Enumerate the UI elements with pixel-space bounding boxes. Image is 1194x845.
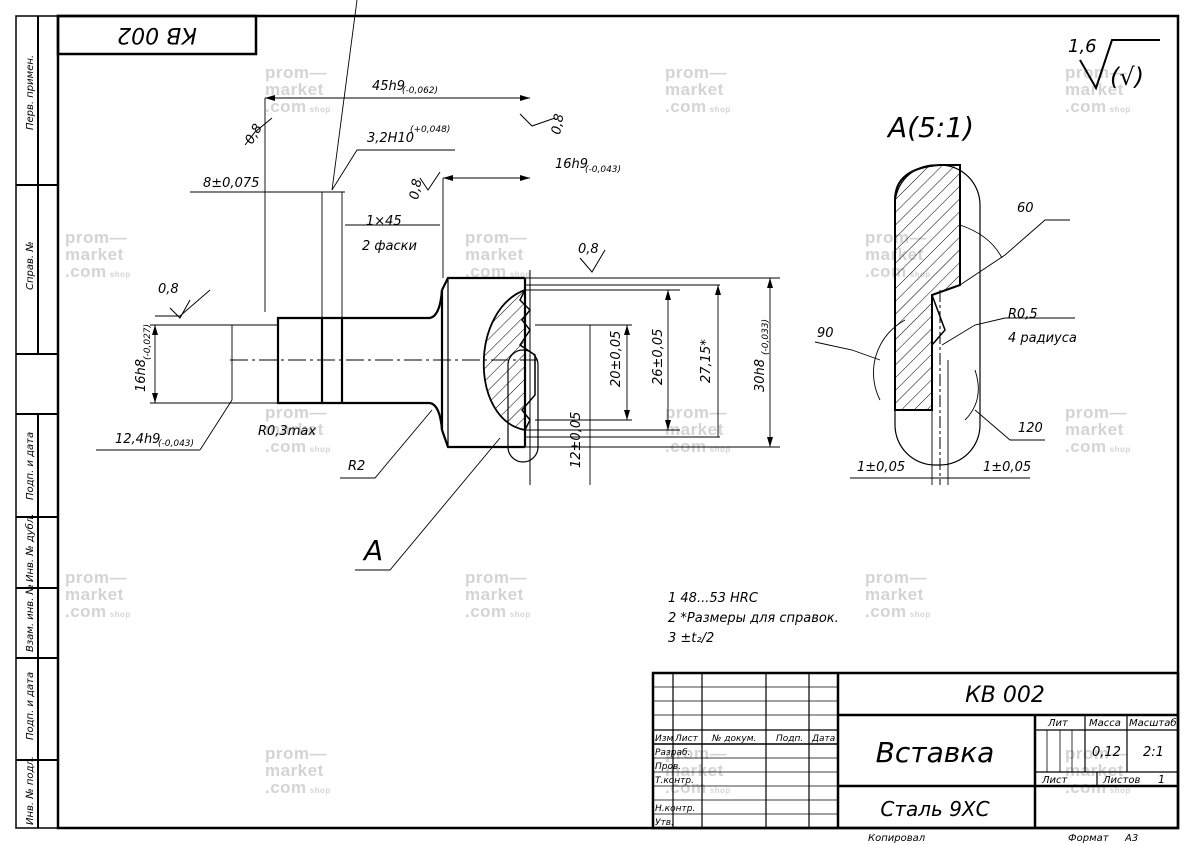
section-view xyxy=(814,164,1075,485)
dimension-lines xyxy=(96,0,780,571)
sec-offset-right: 1±0,05 xyxy=(983,460,1031,475)
section-view-title: A(5:1) xyxy=(886,111,974,144)
dim-len-head: 16h9 xyxy=(555,157,588,172)
tb-role-norm: Н.контр. xyxy=(655,804,695,814)
tb-head-date: Дата xyxy=(811,734,835,744)
footer-format-label: Формат xyxy=(1068,833,1110,844)
note-3: 3 ±t₂/2 xyxy=(668,631,714,646)
roughness-symbol: 1,6 (√) xyxy=(1068,36,1160,91)
note-1: 1 48...53 HRC xyxy=(668,591,759,606)
footer-copied: Копировал xyxy=(868,833,926,844)
tb-sheets-label: Листов xyxy=(1102,775,1140,786)
tb-head-izm: Изм xyxy=(655,734,674,744)
dim-dia-16-tol: (-0,027) xyxy=(143,324,153,360)
tb-head-list: Лист xyxy=(674,734,699,744)
dim-roughness-a: 0,8 xyxy=(158,282,179,297)
sec-r05-note: 4 радиуса xyxy=(1008,331,1077,346)
tb-lit-label: Лит xyxy=(1047,718,1069,729)
footer-format: А3 xyxy=(1124,833,1138,844)
side-label-sign-date: Подп. и дата xyxy=(25,432,36,500)
tb-sheets: 1 xyxy=(1158,773,1165,786)
tb-role-approver: Утв. xyxy=(655,818,674,828)
side-label-first-use: Перв. примен. xyxy=(25,55,36,130)
side-label-orig-inv: Инв. № подл. xyxy=(25,756,36,825)
dim-r2: R2 xyxy=(348,459,365,474)
dim-len-8: 8±0,075 xyxy=(203,176,259,191)
side-label-reference-no: Справ. № xyxy=(25,241,36,290)
sec-r05: R0,5 xyxy=(1008,307,1038,322)
dim-dia-12: 12,4h9 xyxy=(115,432,160,447)
tb-designation: КВ 002 xyxy=(965,683,1045,708)
tb-role-developer: Разраб. xyxy=(655,748,690,758)
dim-roughness-e: 0,8 xyxy=(578,242,599,257)
tb-material: Сталь 9ХС xyxy=(880,797,989,821)
sec-angle-90: 90 xyxy=(817,326,834,341)
dim-dia-20: 20±0,05 xyxy=(609,331,624,387)
sec-angle-60: 60 xyxy=(1017,201,1034,216)
sec-angle-120: 120 xyxy=(1018,421,1043,436)
roughness-value: 1,6 xyxy=(1068,36,1097,57)
tb-head-sign: Подп. xyxy=(776,734,803,744)
side-label-dup-inv: Инв. № дубл. xyxy=(24,514,36,582)
roughness-marks xyxy=(169,113,606,319)
tb-scale: 2:1 xyxy=(1143,745,1164,760)
side-label-replace-inv: Взам. инв. № xyxy=(25,584,36,652)
section-marker: A xyxy=(362,534,383,567)
dim-chamfer-note: 2 фаски xyxy=(362,239,417,254)
side-label-sign-date-2: Подп. и дата xyxy=(25,672,36,740)
dim-dia-27: 27,15* xyxy=(699,339,714,383)
roughness-others: (√) xyxy=(1110,63,1144,91)
dim-len-head-tol: (-0,043) xyxy=(585,165,621,175)
sec-offset-left: 1±0,05 xyxy=(857,460,905,475)
tb-name: Вставка xyxy=(876,736,995,769)
tb-scale-label: Масштаб xyxy=(1129,717,1177,729)
title-block xyxy=(651,671,1180,830)
dim-dia-16: 16h8 xyxy=(134,359,149,392)
dim-groove: 3,2H10 xyxy=(367,131,414,146)
dim-len-total-tol: (-0,062) xyxy=(402,86,438,96)
dim-len-total: 45h9 xyxy=(372,79,405,94)
tb-head-doc: № докум. xyxy=(711,734,756,744)
part-view xyxy=(230,270,540,485)
dim-dia-26: 26±0,05 xyxy=(651,329,666,385)
tb-mass: 0,12 xyxy=(1092,745,1121,760)
tb-sheet-label: Лист xyxy=(1041,775,1069,786)
dim-h-12: 12±0,05 xyxy=(569,412,584,468)
dim-chamfer: 1×45 xyxy=(366,214,402,229)
dimension-arrows xyxy=(152,95,773,447)
dim-dia-12-tol: (-0,043) xyxy=(158,439,194,449)
note-2: 2 *Размеры для справок. xyxy=(668,611,839,626)
dim-groove-tol: (+0,048) xyxy=(410,125,450,135)
tb-role-tech: Т.контр. xyxy=(655,776,694,786)
dim-dia-30-tol: (-0,033) xyxy=(761,319,771,355)
dim-roughness-d: 0,8 xyxy=(407,178,425,201)
tb-role-checker: Пров. xyxy=(655,762,681,772)
sheet-frame xyxy=(15,14,1180,830)
tb-mass-label: Масса xyxy=(1089,718,1121,729)
dim-r03: R0,3max xyxy=(258,424,316,439)
stamp-designation: КВ 002 xyxy=(117,22,197,47)
dim-roughness-c: 0,8 xyxy=(549,113,567,136)
dim-dia-30: 30h8 xyxy=(753,359,768,392)
